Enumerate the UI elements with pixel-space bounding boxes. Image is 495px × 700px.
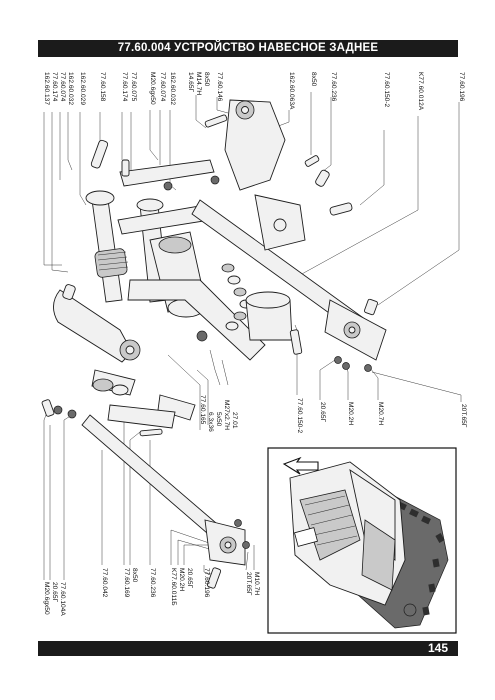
part-label: 77.60.042 (101, 568, 108, 598)
part-label: K77.60.011Б (170, 568, 177, 606)
part-label: 20T.65Г (245, 572, 252, 596)
part-label: M14.7H (195, 72, 202, 95)
labels-middle: 77.60.165 6.3x36 5x50 M27x2.7H 27.01 77.… (199, 395, 467, 434)
part-label: 77.60.196 (203, 568, 210, 598)
part-label: M20.7H (377, 402, 384, 425)
part-label: 27.01 (231, 412, 238, 429)
part-label: 162.60.029 (79, 72, 86, 105)
part-label: 77.60.169 (123, 568, 130, 598)
part-label: 5x50 (215, 412, 222, 427)
part-label: 20T.65Г (460, 404, 467, 428)
page-title: 77.60.004 УСТРОЙСТВО НАВЕСНОЕ ЗАДНЕЕ (117, 42, 379, 54)
part-label: 6.3x36 (207, 412, 214, 432)
part-label: 8x50 (203, 72, 210, 87)
part-label: 77.60.236 (149, 568, 156, 598)
part-label: 162.60.032 (169, 72, 176, 105)
part-label: 8x50 (131, 568, 138, 583)
part-label: 20.65Г (51, 582, 58, 603)
part-label: 77.60.146 (216, 72, 223, 102)
part-label: 77.60.165 (199, 395, 206, 425)
part-label: M20.6gx50 (43, 582, 50, 615)
page-number: 145 (427, 641, 448, 655)
part-label: 77.60.075 (130, 72, 137, 102)
part-label: 162.60.032 (67, 72, 74, 105)
part-label: 77.60.174 (51, 72, 58, 102)
part-label: 77.60.150-2 (296, 398, 303, 434)
labels-bottom: M20.6gx50 20.65Г 77.60.104A 77.60.042 77… (43, 568, 260, 616)
part-label: M20.2H (347, 402, 354, 425)
tractor-inset (267, 447, 457, 634)
part-label: 162.60.137 (43, 72, 50, 105)
part-label: 77.60.104A (59, 582, 66, 616)
three-point-hitch-drawing (41, 99, 387, 589)
page-footer-bar: 145 (38, 641, 458, 656)
part-label: 77.60.196 (458, 72, 465, 102)
part-label: 77.60.158 (99, 72, 106, 102)
part-label: 77.60.236 (330, 72, 337, 102)
part-label: M20.6gx50 (149, 72, 156, 105)
part-label: 77.60.150-2 (383, 72, 390, 108)
page-title-bar: 77.60.004 УСТРОЙСТВО НАВЕСНОЕ ЗАДНЕЕ (38, 40, 458, 57)
part-label: 20.65Г (319, 402, 326, 423)
part-label: 77.60.074 (59, 72, 66, 102)
part-label: 14.65Г (187, 72, 194, 93)
part-label: M27x2.7H (223, 400, 230, 430)
labels-top: 162.60.137 77.60.174 77.60.074 162.60.03… (43, 72, 465, 111)
part-label: 20.65Г (186, 568, 193, 589)
part-label: 8x50 (310, 72, 317, 87)
part-label: M20.2H (178, 568, 185, 591)
part-label: M10.7H (253, 572, 260, 595)
part-label: K77.60.012A (417, 72, 424, 111)
part-label: 77.60.174 (121, 72, 128, 102)
part-label: 162.60.063A (288, 72, 295, 110)
part-label: 77.60.074 (159, 72, 166, 102)
